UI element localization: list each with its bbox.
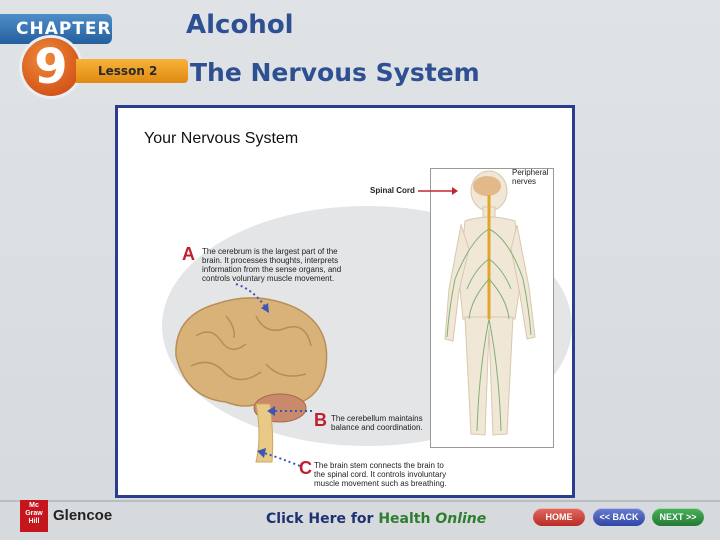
cta-online: Online [435, 511, 487, 527]
callout-b-pointer [267, 406, 312, 416]
callout-a-line: The cerebrum is the largest part of the [202, 247, 338, 256]
body-illustration-box [430, 168, 554, 448]
next-button[interactable]: NEXT >> [652, 508, 704, 526]
callout-a-line: brain. It processes thoughts, interprets [202, 256, 339, 265]
back-button[interactable]: << BACK [593, 508, 645, 526]
callout-letter-c: C [299, 458, 312, 478]
callout-a-line: controls voluntary muscle movement. [202, 274, 335, 283]
lesson-label: Lesson 2 [76, 59, 188, 83]
spinal-cord-label: Spinal Cord [370, 186, 415, 195]
callout-b-text: The cerebellum maintains balance and coo… [331, 414, 423, 432]
callout-c-text: The brain stem connects the brain to the… [314, 461, 447, 488]
callout-a-pointer [235, 283, 269, 313]
callout-letter-a: A [182, 244, 195, 264]
callout-c-line: The brain stem connects the brain to [314, 461, 444, 470]
figure-title: Your Nervous System [144, 130, 299, 147]
callout-c-line: muscle movement such as breathing. [314, 479, 447, 488]
publisher-logo: Mc Graw Hill [20, 500, 48, 532]
brain-illustration [175, 297, 328, 463]
spinal-cord-pointer [418, 187, 458, 195]
figure-panel: Your Nervous System [115, 105, 575, 498]
chapter-number-badge: 9 [22, 38, 80, 96]
cta-health: Health [378, 511, 431, 527]
chapter-topic-title: Alcohol [186, 10, 294, 40]
publisher-name: Glencoe [53, 507, 113, 524]
footer-divider [0, 500, 720, 502]
peripheral-nerves-label-2: nerves [512, 177, 537, 186]
callout-letter-b: B [314, 410, 327, 430]
human-body-nervous-illustration [444, 170, 536, 436]
callout-a-text: The cerebrum is the largest part of the … [202, 247, 341, 283]
peripheral-nerves-label-1: Peripheral [512, 168, 549, 177]
callout-a-line: information from the sense organs, and [202, 265, 342, 274]
callout-b-line: balance and coordination. [331, 423, 423, 432]
callout-c-pointer [257, 448, 301, 467]
home-button[interactable]: HOME [533, 508, 585, 526]
health-online-link[interactable]: Click Here for Health Online [266, 511, 486, 527]
callout-c-line: the spinal cord. It controls involuntary [314, 470, 447, 479]
cta-prefix: Click Here for [266, 511, 379, 527]
lesson-title: The Nervous System [190, 58, 480, 87]
callout-b-line: The cerebellum maintains [331, 414, 423, 423]
